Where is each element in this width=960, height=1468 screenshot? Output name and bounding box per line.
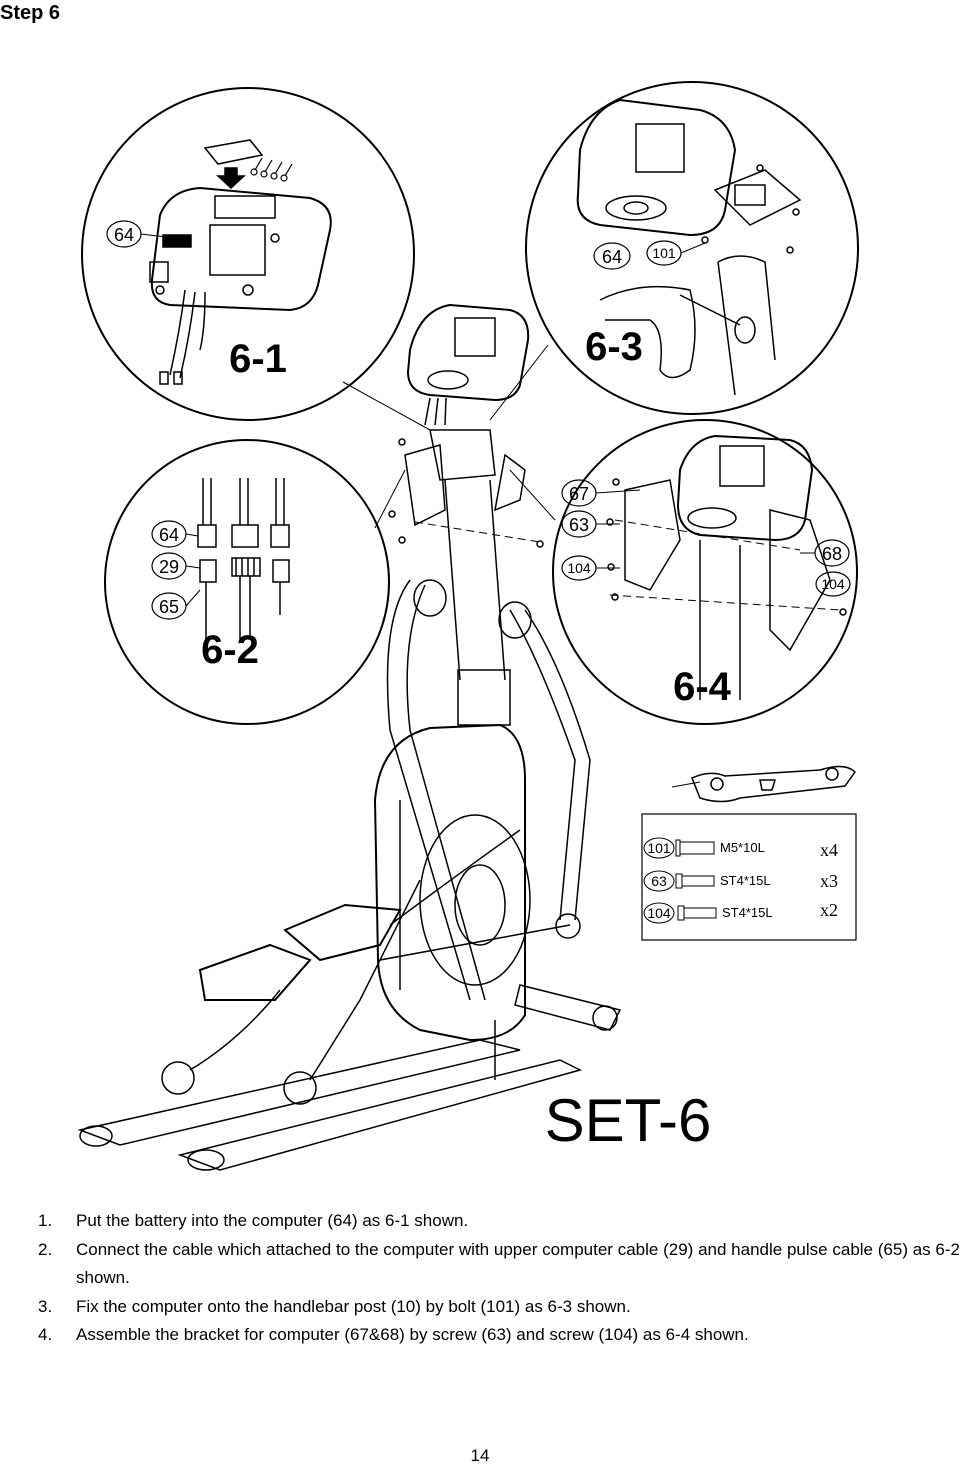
page-number: 14 — [470, 1446, 490, 1465]
instruction-list: 1. Put the battery into the computer (64)… — [38, 1207, 960, 1350]
parts-row-2-spec: ST4*15L — [720, 873, 771, 888]
elliptical-machine — [77, 303, 622, 1171]
parts-row-3-part: 104 — [647, 905, 671, 921]
parts-row-2-qty: x3 — [820, 871, 838, 891]
detail-label-6-2: 6-2 — [201, 628, 259, 672]
bolt-icon — [675, 839, 715, 857]
instruction-item-3: 3. Fix the computer onto the handlebar po… — [38, 1293, 960, 1322]
instruction-text: Fix the computer onto the handlebar post… — [76, 1296, 631, 1316]
instruction-text: Connect the cable which attached to the … — [76, 1239, 960, 1288]
detail-label-6-1: 6-1 — [229, 337, 287, 381]
set-label: SET-6 — [545, 1087, 712, 1154]
callout-6-3-101: 101 — [652, 245, 676, 261]
instruction-number: 1. — [38, 1211, 53, 1230]
detail-leader-lines — [342, 344, 556, 529]
callout-6-3-64: 64 — [602, 247, 622, 267]
instruction-item-2: 2. Connect the cable which attached to th… — [38, 1236, 960, 1293]
parts-row-2-part: 63 — [651, 873, 667, 889]
callout-6-1-64: 64 — [114, 225, 134, 245]
detail-6-4: 67 63 104 68 104 6-4 — [552, 419, 858, 725]
parts-row-1-qty: x4 — [820, 840, 838, 860]
callout-6-4-68: 68 — [822, 544, 842, 564]
screw-icon — [677, 905, 717, 921]
parts-row-1-spec: M5*10L — [720, 840, 765, 855]
instruction-text: Assemble the bracket for computer (67&68… — [76, 1325, 749, 1344]
parts-table: 101 M5*10L x4 63 ST4*15L x3 104 ST4*15L … — [641, 813, 857, 941]
callout-6-4-67: 67 — [569, 484, 589, 504]
parts-row-1-part: 101 — [647, 840, 671, 856]
detail-6-2: 64 29 65 6-2 — [104, 439, 390, 725]
parts-row-3-spec: ST4*15L — [722, 905, 773, 920]
wrench-tool-icon — [671, 765, 856, 803]
detail-6-3: 64 101 6-3 — [525, 81, 859, 415]
instruction-number: 4. — [38, 1325, 53, 1344]
callout-6-4-104-right: 104 — [821, 576, 845, 592]
callout-6-2-64: 64 — [159, 525, 179, 545]
instruction-number: 2. — [38, 1239, 53, 1259]
detail-label-6-3: 6-3 — [585, 325, 643, 369]
step-title: Step 6 — [0, 2, 61, 24]
callout-6-4-104-left: 104 — [567, 560, 591, 576]
instruction-number: 3. — [38, 1296, 53, 1316]
instruction-text: Put the battery into the computer (64) a… — [76, 1211, 469, 1230]
instruction-item-4: 4. Assemble the bracket for computer (67&… — [38, 1321, 960, 1350]
callout-6-4-63: 63 — [569, 515, 589, 535]
detail-6-1: 64 6-1 — [81, 87, 415, 421]
callout-6-2-65: 65 — [159, 597, 179, 617]
assembly-diagram: 64 6-1 64 101 6-3 — [77, 81, 859, 1171]
parts-row-3-qty: x2 — [820, 900, 838, 920]
callout-6-2-29: 29 — [159, 557, 179, 577]
detail-label-6-4: 6-4 — [673, 665, 732, 709]
instruction-item-1: 1. Put the battery into the computer (64)… — [38, 1207, 960, 1236]
screw-icon — [675, 873, 715, 889]
